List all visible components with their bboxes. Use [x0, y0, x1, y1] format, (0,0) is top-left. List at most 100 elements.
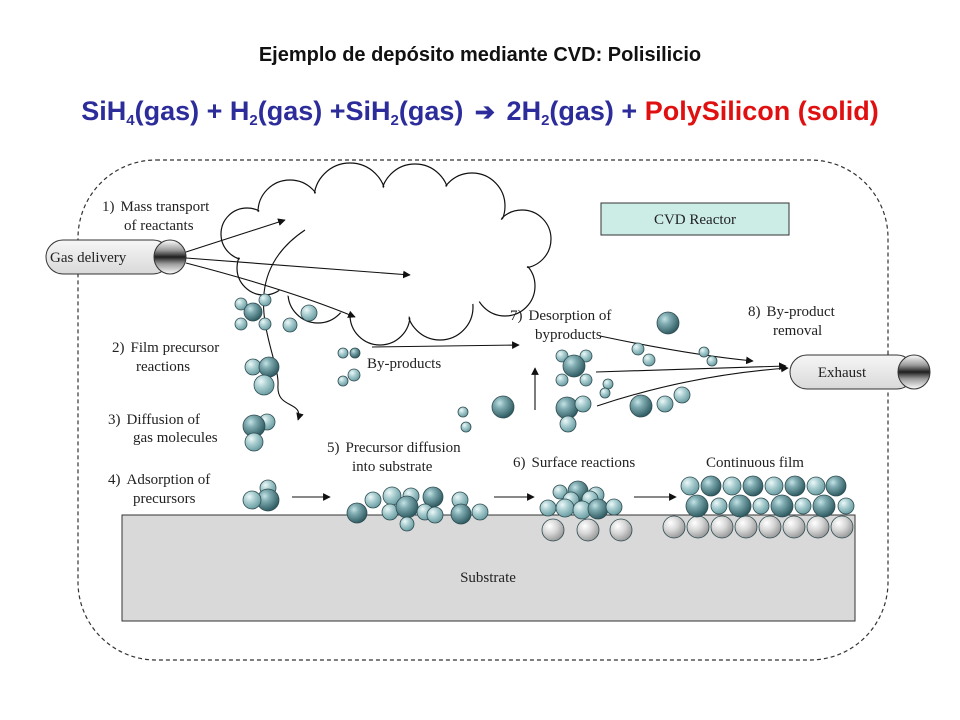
- molecule: [794, 497, 812, 515]
- molecule: [631, 342, 645, 356]
- arrow-byproducts: [371, 341, 520, 349]
- pipe-cap-icon: [153, 239, 187, 275]
- reaction-arrow-icon: ➔: [474, 99, 496, 126]
- molecule: [742, 475, 764, 497]
- molecule: [706, 355, 718, 367]
- molecule: [234, 297, 248, 311]
- molecule: [426, 506, 444, 524]
- molecule: [337, 347, 349, 359]
- molecule: [680, 476, 700, 496]
- reactor-boundary: [77, 159, 889, 661]
- gas-delivery-label: Gas delivery: [50, 250, 127, 266]
- step-5-label: 5)Precursor diffusion: [327, 440, 461, 456]
- molecule: [700, 475, 722, 497]
- molecule: [837, 497, 855, 515]
- arrow-mass-transport: [185, 262, 356, 318]
- molecule: [555, 373, 569, 387]
- molecule: [346, 502, 368, 524]
- molecule: [579, 349, 593, 363]
- molecule: [574, 395, 592, 413]
- page-title: Ejemplo de depósito mediante CVD: Polisi…: [258, 44, 702, 66]
- molecule: [399, 516, 415, 532]
- molecule: [752, 497, 770, 515]
- molecule: [806, 476, 826, 496]
- substrate-atom: [806, 515, 830, 539]
- substrate-atom: [662, 515, 686, 539]
- substrate-atom: [541, 518, 565, 542]
- step-8-label-line2: removal: [773, 323, 822, 339]
- step-1-label-line2: of reactants: [124, 218, 194, 234]
- molecule: [347, 368, 361, 382]
- molecule: [656, 395, 674, 413]
- molecule: [555, 498, 575, 518]
- substrate-atom: [782, 515, 806, 539]
- molecule: [555, 349, 569, 363]
- molecule: [587, 498, 609, 520]
- molecule: [562, 354, 586, 378]
- molecule: [602, 378, 614, 390]
- process-arrows: [185, 218, 789, 501]
- molecule: [300, 304, 318, 322]
- molecule: [710, 497, 728, 515]
- molecule: [258, 317, 272, 331]
- substrate-label: Substrate: [460, 570, 516, 586]
- step-8-label: 8)By-product: [748, 304, 836, 320]
- molecule: [599, 387, 611, 399]
- cvd-reactor-label-box: [600, 202, 790, 236]
- reactant-cloud: [220, 162, 552, 346]
- molecules: [234, 293, 855, 542]
- molecule: [258, 293, 272, 307]
- molecule: [243, 302, 263, 322]
- molecule: [698, 346, 710, 358]
- substrate-atom: [758, 515, 782, 539]
- substrate-atom: [686, 515, 710, 539]
- step-labels: 1)Mass transport of reactants 2)Film pre…: [102, 199, 836, 507]
- step-5-label-line2: into substrate: [352, 459, 433, 475]
- molecule: [395, 495, 419, 519]
- gas-delivery-pipe: Gas delivery: [45, 239, 187, 275]
- molecule: [656, 311, 680, 335]
- cvd-reactor-label: CVD Reactor: [654, 212, 736, 228]
- substrate-atom: [734, 515, 758, 539]
- continuous-film-label: Continuous film: [706, 455, 804, 471]
- step-2-label-line2: reactions: [136, 359, 190, 375]
- molecule: [258, 356, 280, 378]
- substrate-atom: [830, 515, 854, 539]
- polysilicon-product: PolySilicon (solid): [644, 96, 879, 126]
- molecule: [244, 432, 264, 452]
- molecule: [673, 386, 691, 404]
- step-3-label: 3)Diffusion of: [108, 412, 200, 428]
- step-6-label: 6)Surface reactions: [513, 455, 635, 471]
- molecule: [491, 395, 515, 419]
- molecule: [784, 475, 806, 497]
- step-1-label: 1)Mass transport: [102, 199, 210, 215]
- arrow-mass-transport: [185, 257, 411, 279]
- step-2-label: 2)Film precursor: [112, 340, 219, 356]
- molecule: [460, 421, 472, 433]
- step-7-label: 7)Desorption of: [510, 308, 611, 324]
- substrate: [121, 514, 856, 622]
- molecule: [539, 499, 557, 517]
- molecule: [282, 317, 298, 333]
- substrate-atom: [576, 518, 600, 542]
- step-4-label: 4)Adsorption of: [108, 472, 210, 488]
- substrate-atom: [710, 515, 734, 539]
- molecule: [642, 353, 656, 367]
- molecule: [825, 475, 847, 497]
- molecule: [764, 476, 784, 496]
- molecule: [364, 491, 382, 509]
- molecule: [685, 494, 709, 518]
- exhaust-label: Exhaust: [818, 365, 867, 381]
- molecule: [457, 406, 469, 418]
- molecule: [728, 494, 752, 518]
- molecule: [337, 375, 349, 387]
- reaction-equation: SiH4(gas) + H2(gas) +SiH2(gas) ➔ 2H2(gas…: [81, 96, 879, 129]
- substrate-atom: [609, 518, 633, 542]
- exhaust-pipe: Exhaust: [789, 354, 931, 390]
- molecule: [349, 347, 361, 359]
- molecule: [559, 415, 577, 433]
- molecule: [629, 394, 653, 418]
- molecule: [579, 373, 593, 387]
- molecule: [471, 503, 489, 521]
